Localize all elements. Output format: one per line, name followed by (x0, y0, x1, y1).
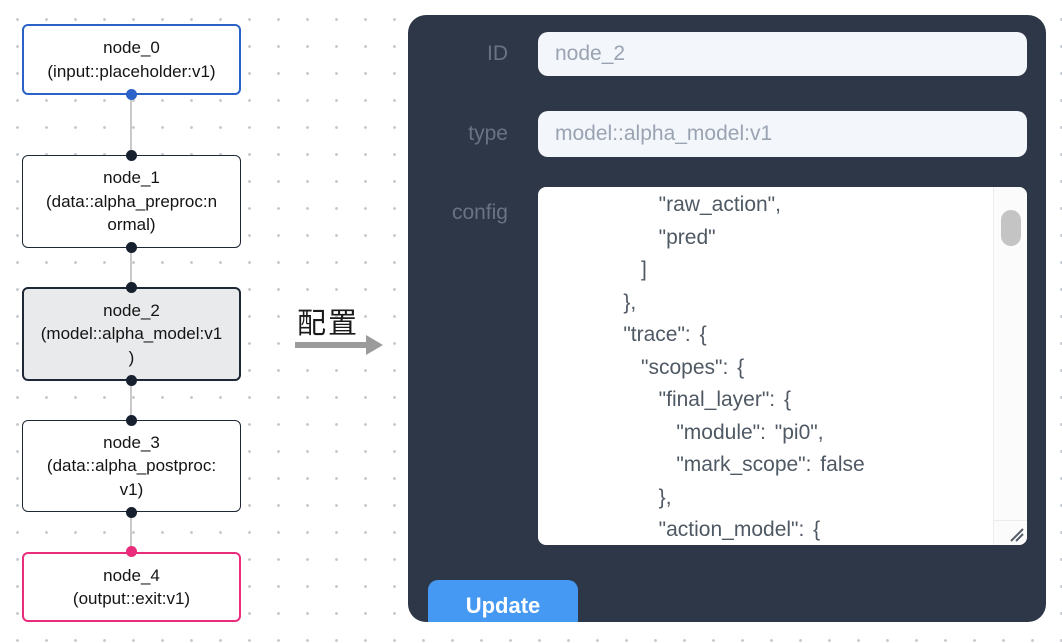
edge-line (130, 512, 132, 552)
config-field-label: config (451, 201, 508, 224)
node-config-panel: ID type config "raw_action", "pred" ] },… (408, 15, 1046, 622)
flow-node-node_2-selected[interactable]: node_2 (model::alpha_model:v1 ) (22, 287, 241, 381)
scrollbar-thumb[interactable] (1001, 210, 1021, 246)
edge-line (130, 94, 132, 155)
config-annotation-label: 配置 (297, 308, 360, 340)
port-handle[interactable] (126, 415, 137, 426)
port-handle[interactable] (126, 546, 137, 557)
flow-node-node_1[interactable]: node_1 (data::alpha_preproc:n ormal) (22, 155, 241, 248)
config-json-text[interactable]: "raw_action", "pred" ] }, "trace": { "sc… (623, 193, 865, 541)
port-handle[interactable] (126, 507, 137, 518)
flow-node-node_3[interactable]: node_3 (data::alpha_postproc: v1) (22, 420, 241, 512)
id-field-label: ID (487, 42, 508, 65)
arrow-right-icon (295, 342, 367, 348)
type-field-label: type (468, 122, 508, 145)
flow-node-node_4[interactable]: node_4 (output::exit:v1) (22, 552, 241, 622)
port-handle[interactable] (126, 89, 137, 100)
arrow-right-icon (366, 335, 383, 355)
scrollbar-corner (993, 520, 1027, 545)
port-handle[interactable] (126, 242, 137, 253)
id-input[interactable] (538, 32, 1027, 76)
edge-line (130, 248, 132, 288)
resize-handle-icon[interactable] (1007, 525, 1025, 543)
edge-line (130, 381, 132, 420)
flow-node-node_0[interactable]: node_0 (input::placeholder:v1) (22, 24, 241, 95)
type-input[interactable] (538, 111, 1027, 157)
port-handle[interactable] (126, 282, 137, 293)
scrollbar-track[interactable] (993, 187, 1027, 520)
port-handle[interactable] (126, 375, 137, 386)
port-handle[interactable] (126, 150, 137, 161)
config-textarea[interactable]: "raw_action", "pred" ] }, "trace": { "sc… (538, 187, 1027, 545)
update-button[interactable]: Update (428, 580, 578, 622)
